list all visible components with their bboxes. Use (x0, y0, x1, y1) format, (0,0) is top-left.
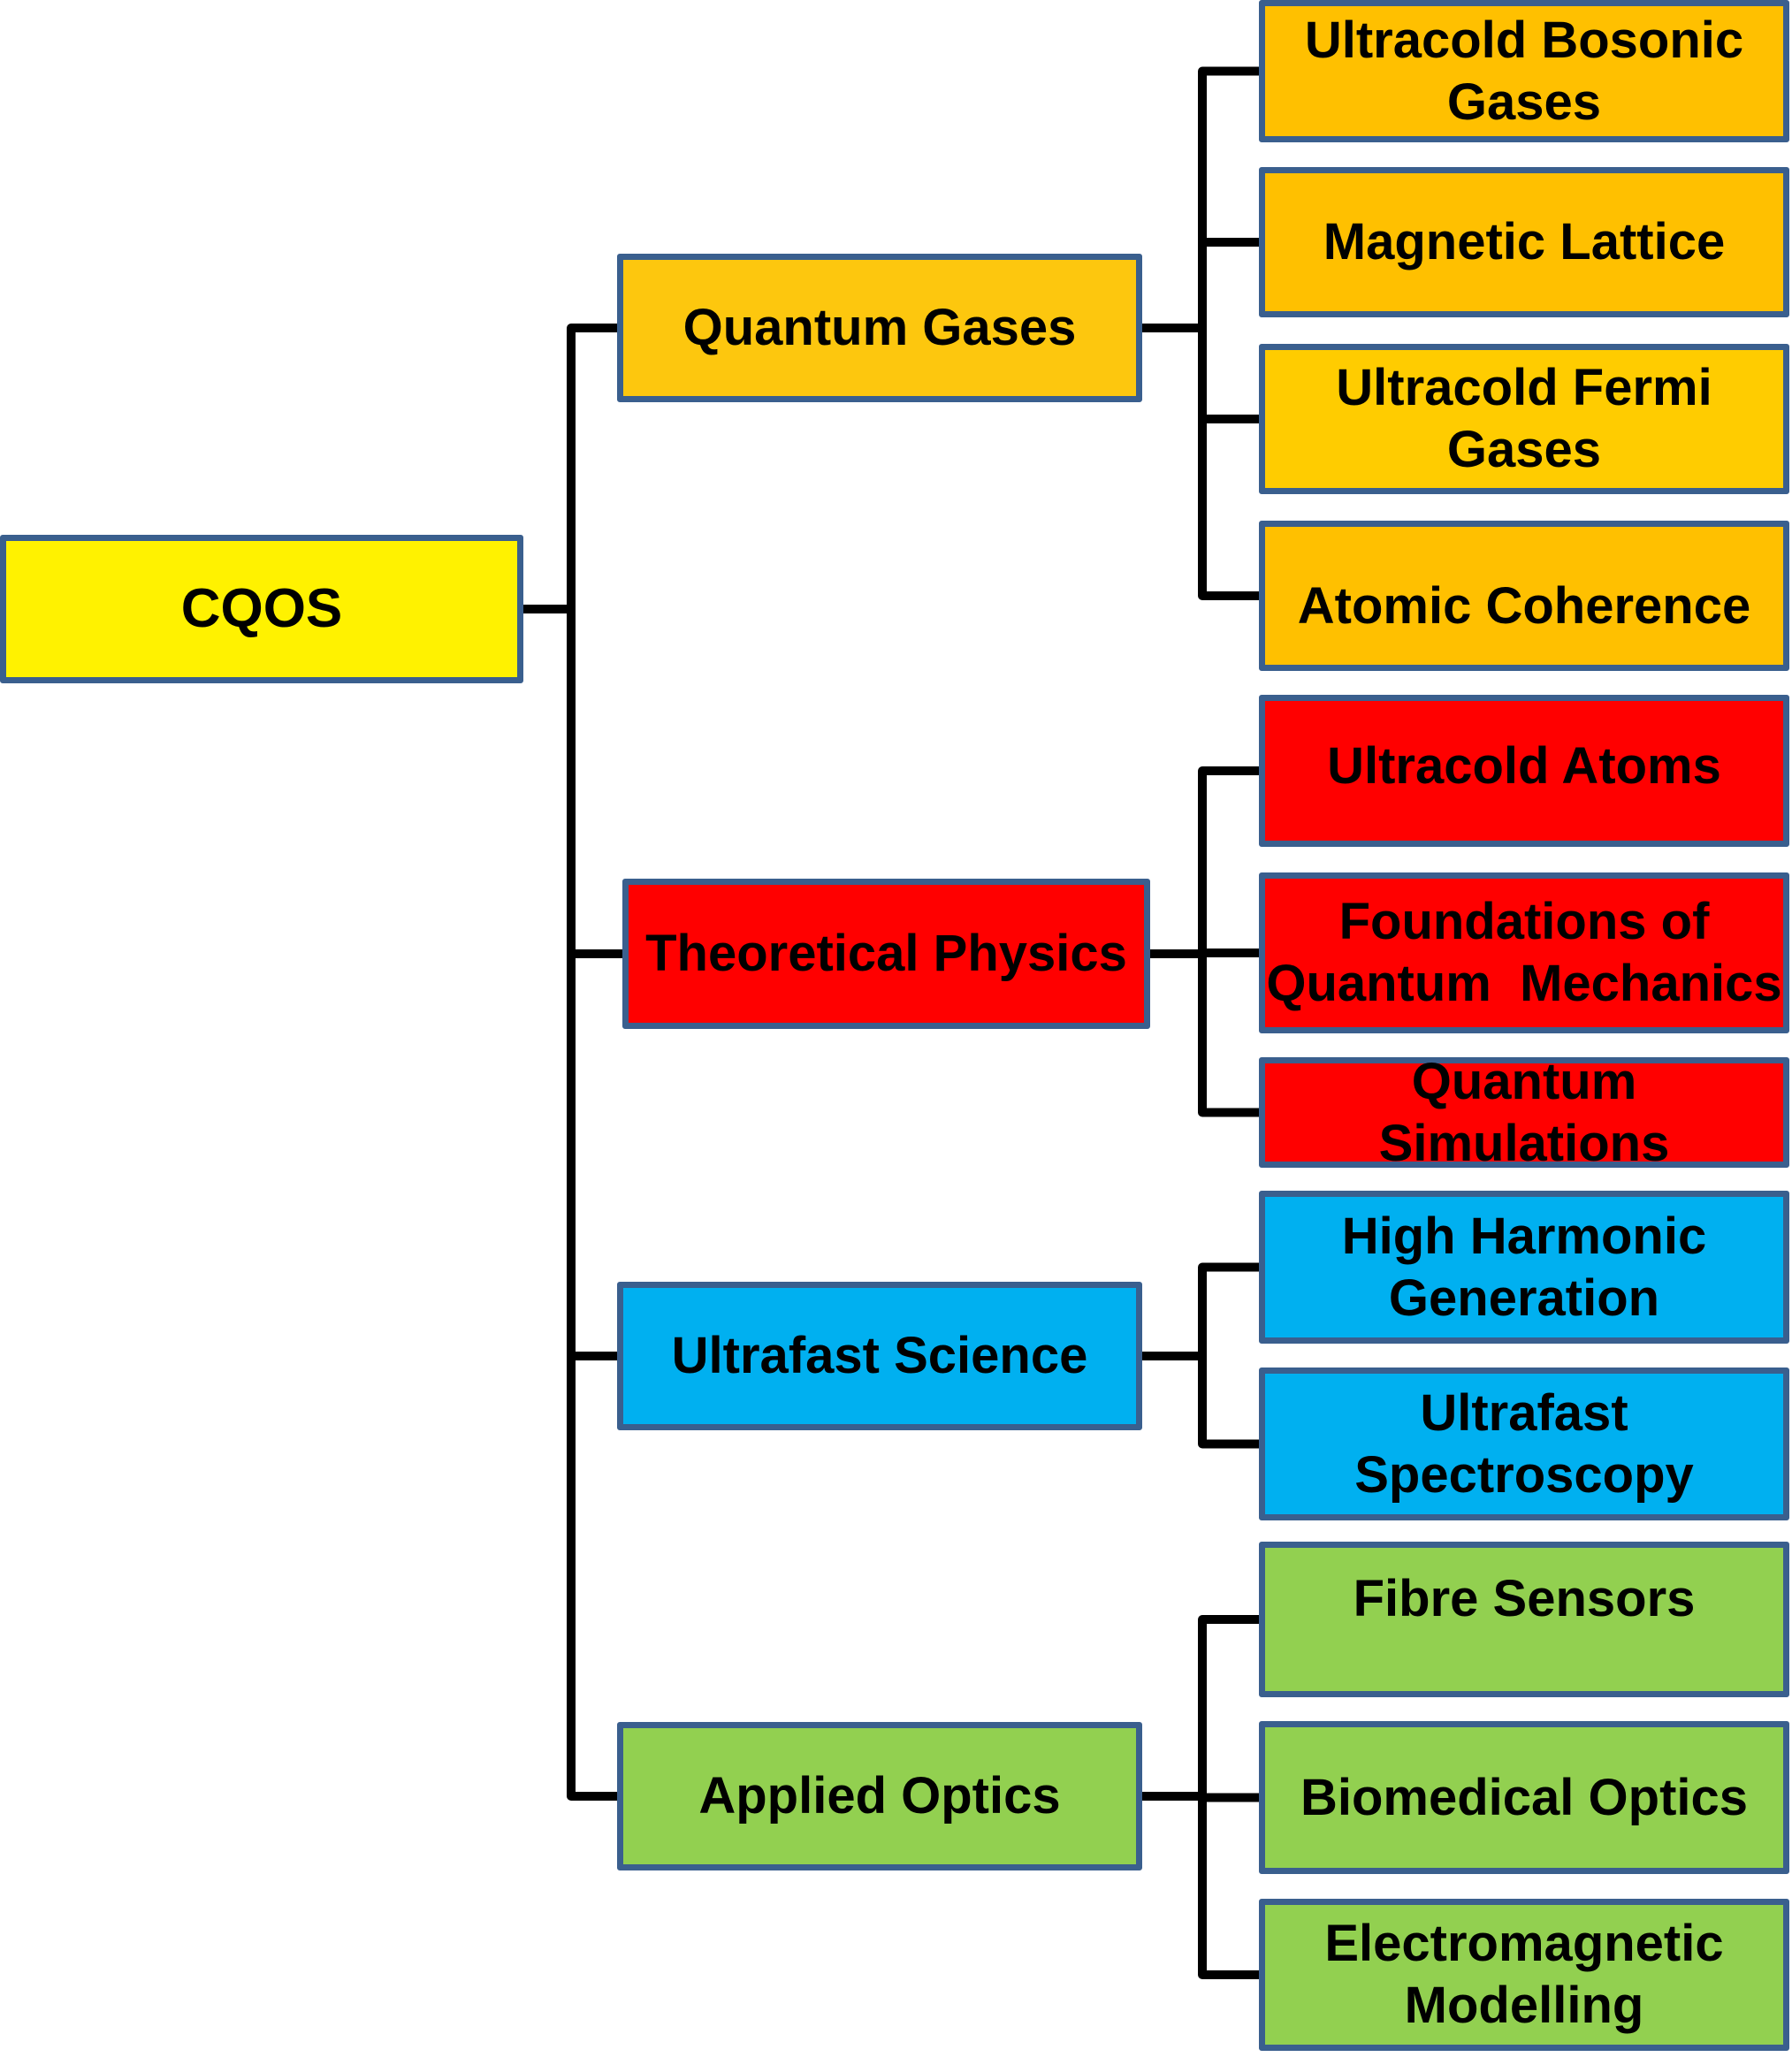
leaf-node-quantum-simulations[interactable]: Quantum Simulations (1259, 1053, 1789, 1172)
group-node-theoretical-physics[interactable]: Theoretical Physics (622, 879, 1150, 1029)
leaf-label-line: Generation (1388, 1268, 1660, 1327)
leaf-node-atomic-coherence[interactable]: Atomic Coherence (1259, 521, 1789, 671)
leaf-label-line: High Harmonic (1341, 1207, 1707, 1265)
leaf-label-line: Modelling (1404, 1977, 1644, 2034)
leaf-node-biomedical-optics[interactable]: Biomedical Optics (1259, 1721, 1789, 1874)
leaf-node-fibre-sensors[interactable]: Fibre Sensors (1259, 1542, 1789, 1697)
group-node-applied-optics[interactable]: Applied Optics (617, 1722, 1142, 1870)
leaf-label-line: Gases (1446, 72, 1602, 131)
group-label: Applied Optics (698, 1767, 1061, 1825)
leaf-label-line: Magnetic Lattice (1323, 213, 1726, 271)
leaf-label-line: Biomedical Optics (1300, 1768, 1749, 1826)
root-label: CQOS (180, 577, 343, 639)
leaf-label-line: Ultrafast (1420, 1383, 1628, 1442)
branch-line (1198, 766, 1259, 1117)
leaf-node-magnetic-lattice[interactable]: Magnetic Lattice (1259, 167, 1789, 317)
branch-line (1198, 66, 1259, 600)
leaf-label-line: Quantum Simulations (1378, 1052, 1670, 1172)
trunk-line (567, 324, 617, 1801)
group-label: Quantum Gases (682, 299, 1077, 357)
leaf-label-line: Gases (1446, 421, 1602, 478)
leaf-label-line: Quantum Mechanics (1266, 955, 1782, 1012)
leaf-node-ultracold-atoms[interactable]: Ultracold Atoms (1259, 695, 1789, 847)
branch-line (1198, 1262, 1259, 1449)
leaf-label-line: Electromagnetic (1324, 1915, 1724, 1973)
leaf-label-line: Ultracold Fermi (1336, 359, 1712, 417)
leaf-label-line: Spectroscopy (1354, 1445, 1694, 1504)
leaf-label-line: Ultracold Bosonic (1304, 11, 1744, 69)
leaf-label-line: Ultracold Atoms (1327, 737, 1721, 796)
leaf-label-line: Atomic Coherence (1297, 577, 1751, 636)
root-node-cqos[interactable]: CQOS (0, 535, 523, 683)
leaf-label-line: Foundations of (1338, 893, 1710, 951)
group-node-quantum-gases[interactable]: Quantum Gases (617, 254, 1142, 402)
group-label: Theoretical Physics (645, 925, 1127, 983)
group-node-ultrafast-science[interactable]: Ultrafast Science (617, 1282, 1142, 1430)
group-label: Ultrafast Science (671, 1327, 1088, 1385)
leaf-label-line: Fibre Sensors (1353, 1570, 1696, 1628)
